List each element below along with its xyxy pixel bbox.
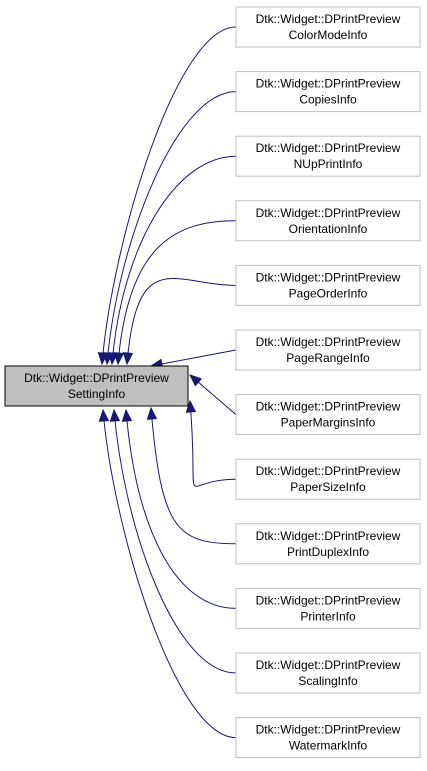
arrowhead-icon bbox=[121, 408, 133, 422]
inheritance-edge bbox=[117, 220, 237, 365]
child-node-box bbox=[235, 329, 421, 371]
arrowhead-icon bbox=[146, 406, 158, 420]
arrowhead-icon bbox=[109, 408, 121, 422]
root-node-box bbox=[4, 365, 189, 407]
child-node-label-line1: Dtk::Widget::DPrintPreview bbox=[256, 723, 401, 737]
child-node-label-line2: ColorModeInfo bbox=[289, 28, 368, 42]
child-node-label-line1: Dtk::Widget::DPrintPreview bbox=[256, 12, 401, 26]
inheritance-edge bbox=[126, 278, 237, 365]
child-node-label-line1: Dtk::Widget::DPrintPreview bbox=[256, 464, 401, 478]
child-node-box bbox=[235, 71, 421, 113]
child-node-box bbox=[235, 394, 421, 436]
inheritance-edge bbox=[150, 407, 237, 545]
child-node-label-line2: PrinterInfo bbox=[300, 609, 356, 623]
arrowhead-icon bbox=[113, 352, 125, 366]
inheritance-edge bbox=[102, 409, 237, 739]
child-node-label-line1: Dtk::Widget::DPrintPreview bbox=[256, 77, 401, 91]
child-node-label-line1: Dtk::Widget::DPrintPreview bbox=[256, 529, 401, 543]
child-node-box bbox=[235, 523, 421, 565]
child-node-label-line2: PaperMarginsInfo bbox=[281, 416, 376, 430]
inheritance-edge bbox=[101, 26, 237, 365]
child-node-label-line2: WatermarkInfo bbox=[289, 739, 368, 753]
inheritance-edge bbox=[125, 409, 237, 609]
child-node-label-line1: Dtk::Widget::DPrintPreview bbox=[256, 141, 401, 155]
child-node-label-line2: PrintDuplexInfo bbox=[287, 545, 369, 559]
child-node-label-line2: OrientationInfo bbox=[289, 222, 368, 236]
inheritance-edge bbox=[150, 349, 237, 367]
child-node-box bbox=[235, 6, 421, 48]
child-node-box bbox=[235, 458, 421, 500]
child-node-label-line1: Dtk::Widget::DPrintPreview bbox=[256, 593, 401, 607]
child-node-box bbox=[235, 717, 421, 759]
child-node-paper-margins-info[interactable]: Dtk::Widget::DPrintPreviewPaperMarginsIn… bbox=[235, 394, 421, 436]
child-node-label-line2: ScalingInfo bbox=[298, 674, 358, 688]
child-nodes: Dtk::Widget::DPrintPreviewColorModeInfoD… bbox=[235, 6, 421, 759]
child-node-box bbox=[235, 652, 421, 694]
inheritance-edge bbox=[111, 155, 237, 365]
arrowhead-icon bbox=[122, 352, 134, 366]
root-node-label-line1: Dtk::Widget::DPrintPreview bbox=[24, 371, 169, 385]
child-node-label-line1: Dtk::Widget::DPrintPreview bbox=[256, 206, 401, 220]
child-node-label-line2: PageRangeInfo bbox=[286, 351, 370, 365]
child-node-label-line2: CopiesInfo bbox=[299, 93, 357, 107]
child-node-label-line2: PageOrderInfo bbox=[289, 286, 368, 300]
child-node-orientation-info[interactable]: Dtk::Widget::DPrintPreviewOrientationInf… bbox=[235, 200, 421, 242]
child-node-box bbox=[235, 200, 421, 242]
arrowhead-icon bbox=[188, 374, 203, 387]
edges bbox=[97, 26, 237, 739]
inheritance-edge bbox=[189, 400, 237, 487]
child-node-print-duplex-info[interactable]: Dtk::Widget::DPrintPreviewPrintDuplexInf… bbox=[235, 523, 421, 565]
inheritance-edge bbox=[106, 91, 237, 365]
child-node-box bbox=[235, 264, 421, 306]
root-node-setting-info[interactable]: Dtk::Widget::DPrintPreview SettingInfo bbox=[4, 365, 189, 407]
child-node-label-line2: NUpPrintInfo bbox=[294, 157, 363, 171]
arrowhead-icon bbox=[98, 408, 110, 422]
child-node-label-line1: Dtk::Widget::DPrintPreview bbox=[256, 270, 401, 284]
root-node-label-line2: SettingInfo bbox=[68, 387, 126, 401]
child-node-label-line1: Dtk::Widget::DPrintPreview bbox=[256, 335, 401, 349]
child-node-box bbox=[235, 587, 421, 629]
inheritance-edge bbox=[113, 409, 237, 674]
child-node-label-line1: Dtk::Widget::DPrintPreview bbox=[256, 400, 401, 414]
child-node-box bbox=[235, 135, 421, 177]
child-node-label-line1: Dtk::Widget::DPrintPreview bbox=[256, 658, 401, 672]
arrowhead-icon bbox=[185, 399, 197, 413]
child-node-label-line2: PaperSizeInfo bbox=[290, 480, 366, 494]
